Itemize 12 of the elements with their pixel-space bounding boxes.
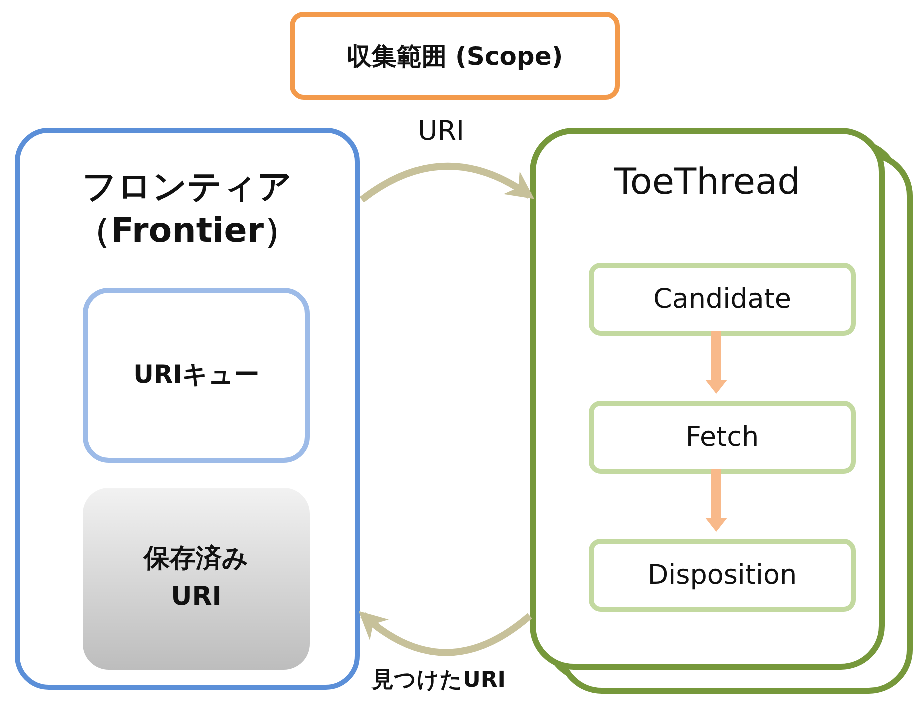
step-box: Candidate — [589, 263, 856, 336]
scope-box: 収集範囲 (Scope) — [290, 12, 620, 100]
step-box: Disposition — [589, 539, 856, 612]
frontier-panel: フロンティア（Frontier） URIキュー 保存済みURI — [15, 128, 360, 690]
step-box: Fetch — [589, 401, 856, 474]
thread-panel: ToeThread Candidate Fetch Disposition — [530, 128, 885, 670]
arrow — [706, 331, 728, 394]
arrow — [360, 163, 535, 203]
arrow — [358, 611, 532, 656]
stored-uri-box: 保存済みURI — [83, 488, 310, 670]
arrow — [706, 469, 728, 532]
queue-box: URIキュー — [83, 288, 310, 463]
